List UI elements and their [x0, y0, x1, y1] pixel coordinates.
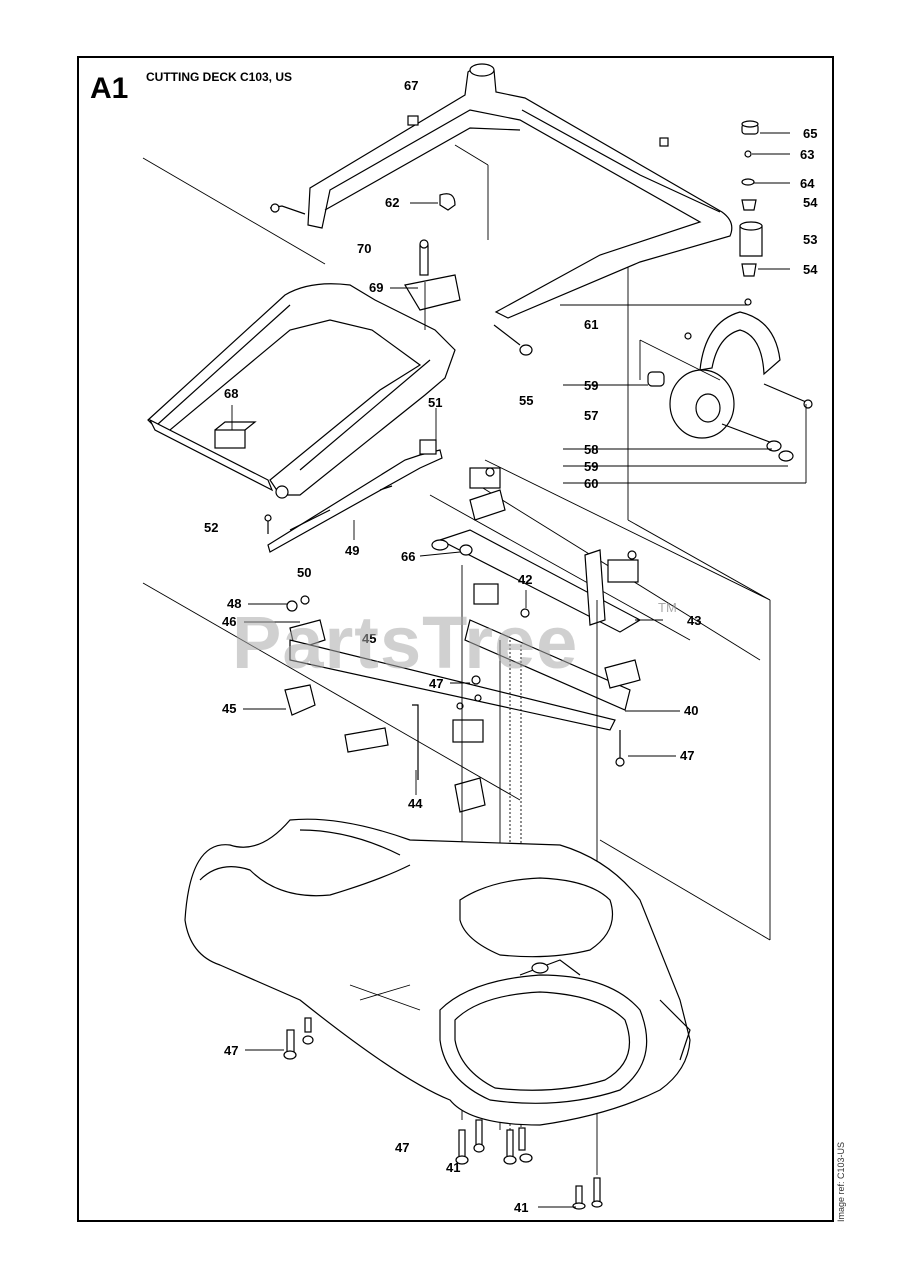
callout-57: 57 — [584, 408, 598, 423]
bottom-hardware — [283, 1017, 603, 1210]
callout-46: 46 — [222, 614, 236, 629]
callout-68: 68 — [224, 386, 238, 401]
callout-54-upper: 54 — [803, 195, 818, 210]
callout-60: 60 — [584, 476, 598, 491]
callout-43: 43 — [687, 613, 701, 628]
callout-49: 49 — [345, 543, 359, 558]
callout-labels: 67 65 63 64 54 53 54 62 70 69 61 59 55 5… — [204, 78, 818, 1215]
callout-51: 51 — [428, 395, 442, 410]
sheet-code: A1 — [90, 72, 129, 105]
callout-42: 42 — [518, 572, 532, 587]
callout-58: 58 — [584, 442, 598, 457]
pivot-shafts — [284, 467, 642, 813]
callout-45-lower: 45 — [222, 701, 236, 716]
callout-50: 50 — [297, 565, 311, 580]
callout-47-bottom: 47 — [395, 1140, 409, 1155]
callout-48: 48 — [227, 596, 241, 611]
callout-63: 63 — [800, 147, 814, 162]
callout-62: 62 — [385, 195, 399, 210]
sheet-title: CUTTING DECK C103, US — [146, 70, 293, 84]
callout-59-lower: 59 — [584, 459, 598, 474]
callout-64: 64 — [800, 176, 815, 191]
callout-47-left: 47 — [224, 1043, 238, 1058]
drawing-frame — [77, 56, 834, 1222]
watermark-trademark: TM — [658, 600, 677, 615]
partstree-watermark: PartsTree — [232, 601, 579, 684]
guide-lines — [142, 157, 771, 941]
callout-59-upper: 59 — [584, 378, 598, 393]
callout-70: 70 — [357, 241, 371, 256]
callout-40: 40 — [684, 703, 698, 718]
lower-lift-frame — [147, 239, 461, 499]
callout-61: 61 — [584, 317, 598, 332]
callout-65: 65 — [803, 126, 817, 141]
callout-66: 66 — [401, 549, 415, 564]
callout-53: 53 — [803, 232, 817, 247]
callout-54-lower: 54 — [803, 262, 818, 277]
callout-45-upper: 45 — [362, 631, 376, 646]
callout-52: 52 — [204, 520, 218, 535]
cutting-deck-housing — [184, 818, 691, 1126]
callout-69: 69 — [369, 280, 383, 295]
lift-link — [264, 439, 443, 553]
upper-lift-frame — [269, 63, 733, 356]
callout-41-center: 41 — [446, 1160, 460, 1175]
callout-44: 44 — [408, 796, 423, 811]
callout-47-upper: 47 — [429, 676, 443, 691]
callout-leaders — [231, 132, 807, 1208]
callout-47-right: 47 — [680, 748, 694, 763]
gauge-wheel-assembly — [639, 120, 813, 462]
callout-41-bottom: 41 — [514, 1200, 528, 1215]
callout-55: 55 — [519, 393, 533, 408]
callout-67: 67 — [404, 78, 418, 93]
